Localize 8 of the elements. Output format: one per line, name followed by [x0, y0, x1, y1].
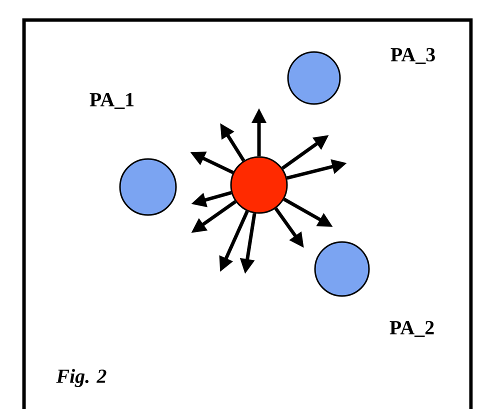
circle — [230, 156, 288, 214]
circle — [119, 158, 177, 216]
circle — [314, 241, 370, 297]
circle-label: PA_3 — [390, 48, 435, 64]
circle-label: PA_1 — [90, 93, 134, 109]
circle — [287, 51, 341, 105]
circle-label: PA_2 — [390, 321, 434, 337]
figure-label: Fig. 2 — [56, 368, 106, 388]
